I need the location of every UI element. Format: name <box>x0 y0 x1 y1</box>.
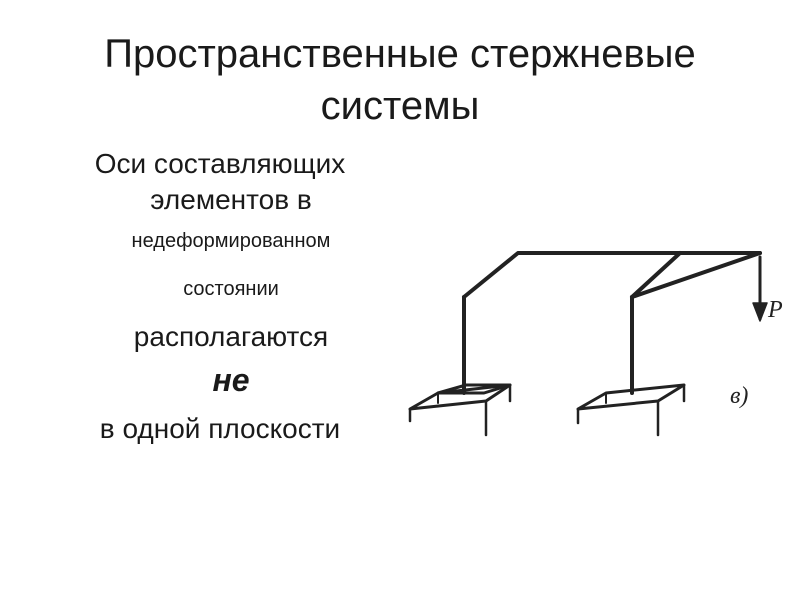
frame-beam-front <box>630 251 682 299</box>
force-label: P <box>767 297 783 323</box>
body-line-5: располагаются <box>133 321 329 352</box>
spatial-frame-diagram: P в) <box>408 251 783 437</box>
body-line-4: состоянии <box>183 278 279 300</box>
body-line-3: недеформированном <box>131 230 331 252</box>
body-line-1: Оси составляющих <box>94 148 346 179</box>
body-line-7: в одной плоскости <box>99 413 341 444</box>
body-emphasis-ne: не <box>212 362 250 398</box>
base-plate-right <box>576 383 686 437</box>
slide-body: Оси составляющих элементов в недеформиро… <box>40 146 400 448</box>
slide-title: Пространственные стержневые системы <box>104 32 696 128</box>
frame-beam-back <box>462 251 762 299</box>
figure-label: в) <box>730 383 748 409</box>
frame-beam-right <box>630 251 762 299</box>
body-line-2: элементов в <box>150 184 312 215</box>
base-plate-left <box>408 383 512 437</box>
force-arrow-icon <box>752 255 768 322</box>
